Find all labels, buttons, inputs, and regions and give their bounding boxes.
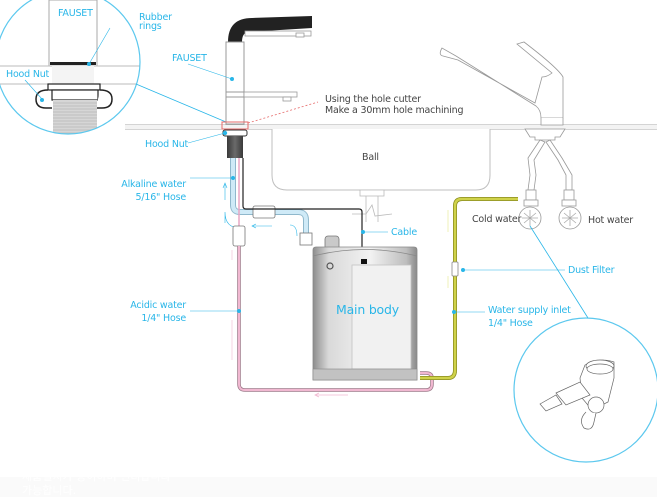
hole-cutter-note-line2: Make a 30mm hole machining [325,105,464,116]
valve-detail-inset [513,225,657,463]
fauset-label: FAUSET [172,53,207,64]
cable [242,158,388,260]
rubber-rings-label-line1: Rubber [139,12,172,23]
hole-cutter-note-line1: Using the hole cutter [325,94,421,105]
sink-ball-label: Ball [362,152,379,163]
inset-faucet-detail [0,0,227,135]
footer-text-line2: 가능합니다. [22,484,77,497]
sink-bowl [271,129,491,222]
acidic-water-label-line2: 1/4" Hose [141,313,186,324]
cable-label: Cable [391,227,417,238]
cold-water-label: Cold water [472,214,522,225]
inset-hood-nut-label: Hood Nut [6,69,50,80]
footer-text-line1: 제품설치가 용이하며 편리합니다 [22,470,171,483]
hot-water-label: Hot water [588,215,633,226]
acidic-hose [190,158,434,398]
acidic-water-label-line1: Acidic water [130,300,186,311]
countertop [125,124,657,130]
hood-nut-label: Hood Nut [145,139,189,150]
rubber-rings-label-line2: rings [139,21,162,32]
alkaline-water-label-line1: Alkaline water [121,179,186,190]
water-supply-inlet-label-line1: Water supply inlet [488,305,571,316]
main-body-unit [312,235,418,381]
footer-band [0,477,657,497]
main-body-label: Main body [336,302,399,317]
dust-filter-label: Dust Filter [568,265,615,276]
alkaline-water-label-line2: 5/16" Hose [135,192,187,203]
water-supply-inlet-label-line2: 1/4" Hose [488,318,533,329]
supply-hose [420,197,565,380]
sink-mixer-tap [439,41,582,230]
inset-fauset-label: FAUSET [58,8,93,19]
ionizer-faucet [187,16,319,158]
